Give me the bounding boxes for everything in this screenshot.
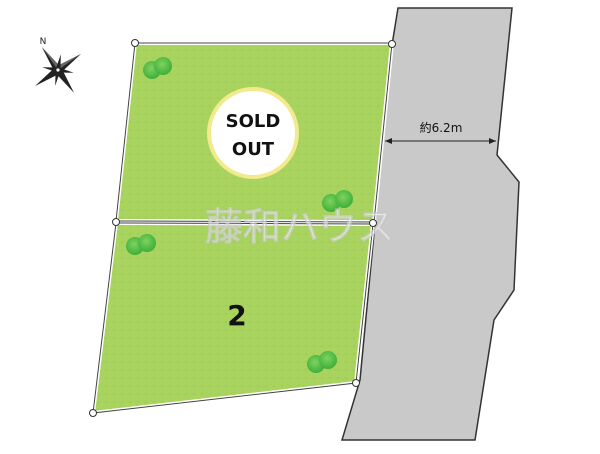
watermark: 藤和ハウス — [205, 205, 395, 249]
corner-marker — [89, 409, 97, 417]
tree-icon — [143, 57, 172, 79]
corner-marker — [112, 218, 120, 226]
corner-markers — [89, 39, 396, 417]
lot-2-number: 2 — [227, 299, 246, 332]
sold-out-line-2: OUT — [232, 139, 275, 160]
compass-rose-icon: N — [35, 37, 81, 93]
corner-marker — [388, 40, 396, 48]
tree-icon — [307, 351, 337, 373]
tree-icon — [126, 234, 156, 255]
sold-out-badge: SOLD OUT — [207, 87, 299, 179]
tree-icon — [322, 190, 353, 212]
compass-north-label: N — [40, 37, 47, 47]
road-width-dimension: 約6.2m — [385, 120, 496, 144]
sold-out-line-1: SOLD — [226, 111, 281, 132]
road-width-label: 約6.2m — [420, 120, 463, 135]
corner-marker — [131, 39, 139, 47]
corner-marker — [352, 379, 360, 387]
corner-marker — [369, 219, 377, 227]
